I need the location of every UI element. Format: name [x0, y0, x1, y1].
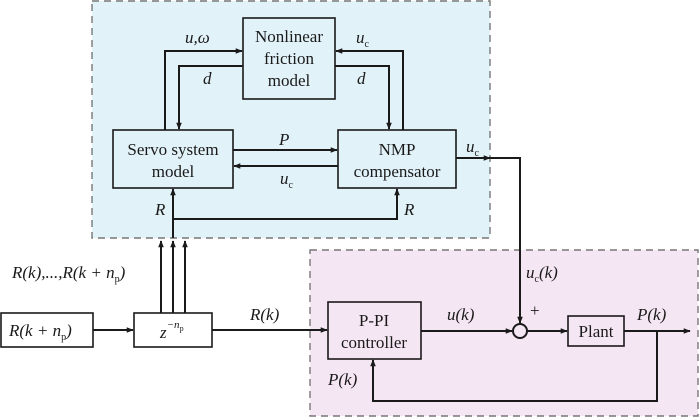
label-R-k: R(k) — [249, 305, 280, 324]
label-P-k-feedback: P(k) — [327, 370, 358, 389]
controller-label-1: P-PI — [359, 311, 390, 330]
nonlinear-friction-model-block: Nonlinear friction model — [242, 17, 336, 100]
delay-label: z−np — [159, 319, 184, 342]
label-uc-top: uc — [356, 28, 370, 50]
friction-label-3: model — [268, 71, 311, 90]
nmp-label-1: NMP — [379, 140, 416, 159]
delay-block: z−np — [133, 312, 213, 348]
label-uc-out: uc — [466, 137, 480, 159]
arrow-nmp-to-friction-uc — [335, 48, 404, 130]
reference-label: R(k + np) — [8, 321, 72, 343]
label-P: P — [278, 130, 289, 149]
plant-label: Plant — [579, 322, 614, 341]
friction-label-2: friction — [264, 49, 315, 68]
label-R-left: R — [154, 200, 166, 219]
nmp-compensator-block: NMP compensator — [337, 129, 457, 189]
label-uc-mid: uc — [280, 169, 294, 191]
label-uc-k: uc(k) — [526, 263, 558, 285]
label-u-omega: u,ω — [185, 28, 210, 47]
arrow-R-to-nmp — [173, 188, 400, 220]
arrow-feedback-to-controller — [370, 331, 658, 402]
servo-label-1: Servo system — [127, 140, 218, 159]
servo-label-2: model — [152, 162, 195, 181]
plant-block: Plant — [567, 315, 625, 347]
label-P-k-output: P(k) — [636, 305, 667, 324]
p-pi-controller-block: P-PI controller — [327, 301, 422, 360]
label-R-sequence: R(k),...,R(k + np) — [11, 263, 126, 285]
label-R-right: R — [403, 200, 415, 219]
label-d-left: d — [203, 69, 212, 88]
summing-junction — [512, 323, 528, 339]
arrow-friction-to-nmp-d — [335, 65, 392, 130]
controller-label-2: controller — [341, 333, 407, 352]
servo-system-model-block: Servo system model — [112, 129, 234, 189]
nmp-label-2: compensator — [354, 162, 441, 181]
arrow-friction-to-servo-d — [176, 65, 243, 130]
friction-label-1: Nonlinear — [255, 27, 323, 46]
reference-block: R(k + np) — [0, 312, 94, 348]
label-u-k: u(k) — [447, 305, 475, 324]
label-plus: + — [530, 301, 540, 320]
arrow-servo-to-friction — [164, 48, 243, 130]
label-d-right: d — [357, 69, 366, 88]
wire-uc-to-junction — [490, 157, 523, 324]
